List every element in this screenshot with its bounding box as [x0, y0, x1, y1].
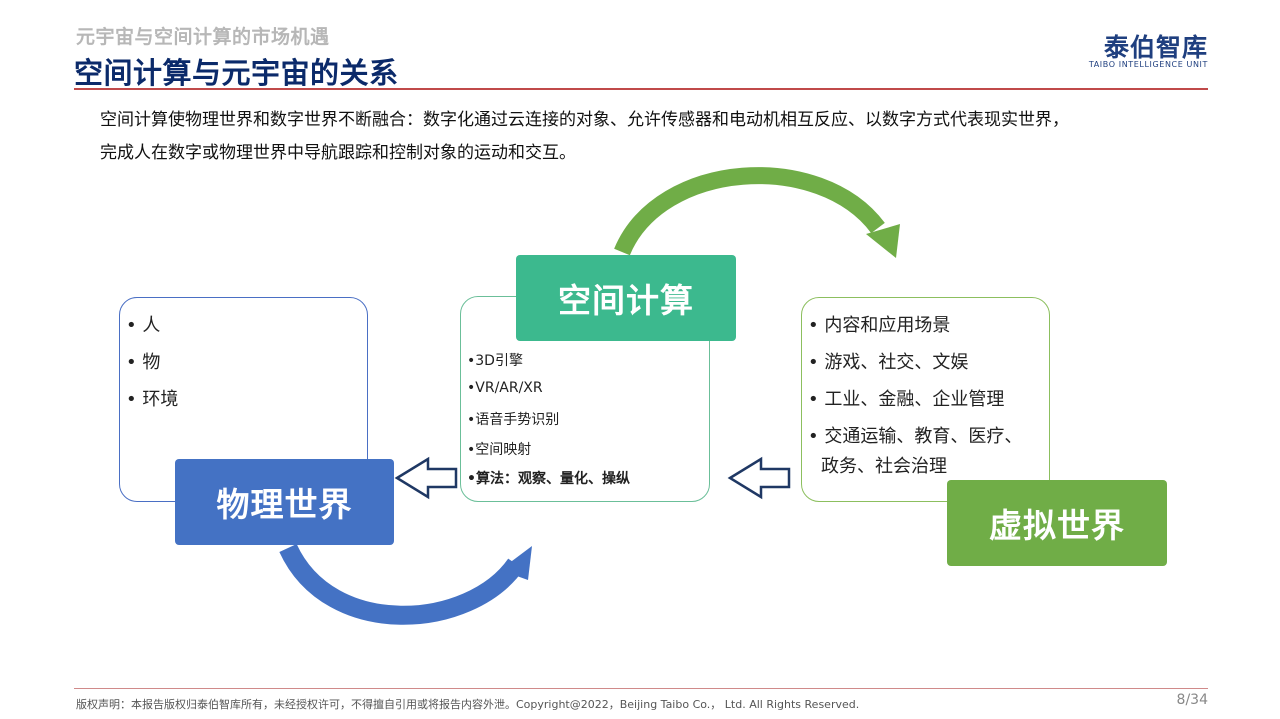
- list-item: •空间映射: [467, 441, 532, 458]
- hollow-arrow-left-1: [394, 456, 458, 500]
- list-item: • 物: [126, 352, 161, 373]
- logo-text-en: TAIBO INTELLIGENCE UNIT: [1088, 60, 1208, 69]
- arrowhead-blue: [500, 546, 532, 580]
- physical-world-label: 物理世界: [175, 459, 394, 545]
- curved-arrow-green: [614, 167, 885, 256]
- intro-line-1: 空间计算使物理世界和数字世界不断融合：数字化通过云连接的对象、允许传感器和电动机…: [100, 110, 1069, 130]
- logo-text-cn: 泰伯智库: [1103, 33, 1208, 62]
- physical-world-list: • 人 • 物 • 环境: [126, 311, 178, 422]
- hollow-arrow-left-2: [727, 456, 791, 500]
- intro-line-2: 完成人在数字或物理世界中导航跟踪和控制对象的运动和交互。: [100, 143, 576, 163]
- list-item: •VR/AR/XR: [467, 379, 543, 396]
- section-supertitle: 元宇宙与空间计算的市场机遇: [76, 26, 330, 48]
- virtual-world-label: 虚拟世界: [947, 480, 1167, 566]
- list-item: • 游戏、社交、文娱: [808, 352, 969, 373]
- list-item: • 工业、金融、企业管理: [808, 389, 1005, 410]
- spatial-computing-list: •3D引擎 •VR/AR/XR •语音手势识别 •空间映射 •算法：观察、量化、…: [467, 350, 630, 498]
- list-item: •3D引擎: [467, 353, 523, 369]
- list-item: • 交通运输、教育、医疗、: [808, 426, 1023, 447]
- page-number: 8/34: [1176, 692, 1208, 708]
- spatial-computing-label: 空间计算: [516, 255, 736, 341]
- virtual-world-list: • 内容和应用场景 • 游戏、社交、文娱 • 工业、金融、企业管理 • 交通运输…: [808, 311, 1022, 489]
- list-item: 政务、社会治理: [821, 456, 947, 477]
- curved-arrow-blue: [279, 543, 524, 625]
- header-divider: [74, 88, 1208, 90]
- intro-paragraph: 空间计算使物理世界和数字世界不断融合：数字化通过云连接的对象、允许传感器和电动机…: [100, 104, 1190, 170]
- footer-divider: [74, 688, 1208, 689]
- list-item: • 人: [126, 315, 161, 336]
- page-title: 空间计算与元宇宙的关系: [74, 56, 399, 90]
- list-item: •语音手势识别: [467, 412, 560, 428]
- list-item: • 环境: [126, 389, 179, 410]
- list-item: •算法：观察、量化、操纵: [467, 471, 630, 487]
- arrowhead-green: [866, 224, 900, 258]
- list-item: • 内容和应用场景: [808, 315, 951, 336]
- copyright-notice: 版权声明：本报告版权归泰伯智库所有，未经授权许可，不得擅自引用或将报告内容外泄。…: [76, 698, 860, 711]
- virtual-world-panel: [801, 297, 1050, 502]
